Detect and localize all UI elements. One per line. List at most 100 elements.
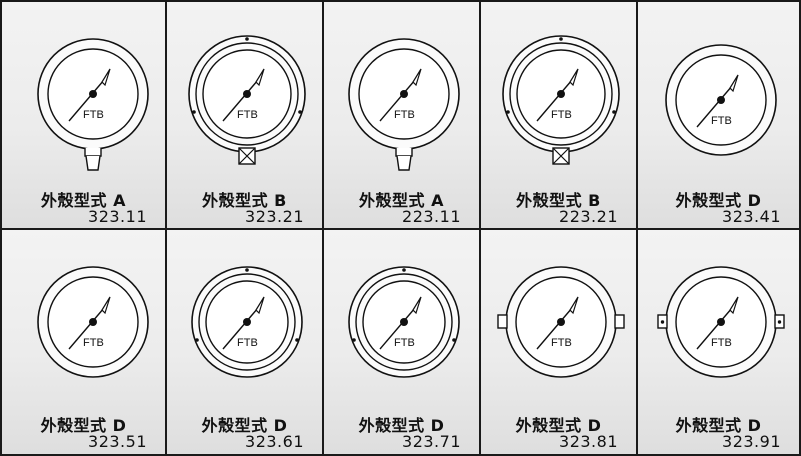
- case-type-label: 外殼型式 A: [41, 191, 126, 210]
- gauge-drawing: FTB: [502, 35, 620, 165]
- mounting-hole-dot: [192, 110, 196, 114]
- mounting-hole-dot: [245, 37, 249, 41]
- model-number: 323.21: [245, 207, 304, 226]
- gauge-needle: [536, 79, 573, 122]
- gauge-drawing: FTB: [665, 44, 777, 156]
- mounting-hole-dot: [352, 338, 356, 342]
- needle-pivot: [557, 318, 565, 326]
- case-type-label: 外殼型式 D: [40, 416, 127, 435]
- dial-brand-text: FTB: [711, 337, 732, 349]
- gauge-needle: [68, 307, 105, 350]
- side-tab-right: [614, 314, 625, 329]
- case-type-label: 外殼型式 D: [675, 416, 762, 435]
- gauge-needle: [696, 85, 733, 128]
- gauge-drawing: FTB: [188, 35, 306, 165]
- needle-tip: [412, 296, 422, 315]
- gauge-needle: [222, 79, 259, 122]
- model-number: 323.11: [88, 207, 147, 226]
- needle-tip: [569, 296, 579, 315]
- gauge-drawing: FTB: [348, 38, 460, 171]
- model-number: 223.21: [559, 207, 618, 226]
- mounting-hole-dot: [559, 37, 563, 41]
- needle-pivot: [89, 318, 97, 326]
- gauge-needle: [379, 307, 416, 350]
- tab-hole-dot: [660, 320, 665, 324]
- needle-pivot: [400, 90, 408, 98]
- mounting-hole-dot: [245, 268, 249, 272]
- model-number: 323.51: [88, 432, 147, 451]
- socket-cross: [552, 147, 570, 165]
- case-type-label: 外殼型式 B: [202, 191, 287, 210]
- needle-tip: [729, 296, 739, 315]
- dial-brand-text: FTB: [237, 109, 258, 121]
- needle-tip: [729, 74, 739, 93]
- dial-brand-text: FTB: [394, 337, 415, 349]
- needle-pivot: [89, 90, 97, 98]
- dial-brand-text: FTB: [237, 337, 258, 349]
- needle-tip: [101, 296, 111, 315]
- model-number: 323.61: [245, 432, 304, 451]
- model-number: 323.91: [722, 432, 781, 451]
- needle-pivot: [243, 90, 251, 98]
- mounting-hole-dot: [612, 110, 616, 114]
- tab-hole-dot: [777, 320, 782, 324]
- gauge-needle: [696, 307, 733, 350]
- gauge-drawing: FTB: [37, 38, 149, 171]
- model-number: 323.41: [722, 207, 781, 226]
- needle-tip: [569, 68, 579, 87]
- socket-cross: [238, 147, 256, 165]
- model-number: 223.11: [402, 207, 461, 226]
- gauge-drawing: FTB: [497, 266, 625, 378]
- case-type-label: 外殼型式 D: [358, 416, 445, 435]
- needle-pivot: [717, 96, 725, 104]
- side-tab-left: [497, 314, 508, 329]
- mounting-hole-dot: [506, 110, 510, 114]
- case-type-label: 外殼型式 D: [675, 191, 762, 210]
- dial-brand-text: FTB: [551, 109, 572, 121]
- gauge-inner-ring: [355, 273, 453, 371]
- dial-brand-text: FTB: [711, 115, 732, 127]
- case-type-label: 外殼型式 D: [201, 416, 288, 435]
- gauge-needle: [379, 79, 416, 122]
- gauge-needle: [536, 307, 573, 350]
- dial-brand-text: FTB: [83, 337, 104, 349]
- mounting-hole-dot: [195, 338, 199, 342]
- gauge-inner-ring: [509, 42, 613, 146]
- needle-tip: [101, 68, 111, 87]
- needle-pivot: [400, 318, 408, 326]
- gauge-drawing: FTB: [191, 266, 303, 378]
- gauge-inner-ring: [195, 42, 299, 146]
- case-type-label: 外殼型式 B: [516, 191, 601, 210]
- mounting-hole-dot: [452, 338, 456, 342]
- dial-brand-text: FTB: [551, 337, 572, 349]
- gauge-drawing: FTB: [657, 266, 785, 378]
- stem-connector: [85, 155, 101, 171]
- mounting-hole-dot: [298, 110, 302, 114]
- gauge-inner-ring: [198, 273, 296, 371]
- gauge-needle: [222, 307, 259, 350]
- needle-pivot: [557, 90, 565, 98]
- stem-connector: [396, 155, 412, 171]
- stem-collar: [84, 148, 102, 157]
- needle-tip: [255, 296, 265, 315]
- case-type-label: 外殼型式 A: [359, 191, 444, 210]
- model-number: 323.71: [402, 432, 461, 451]
- needle-tip: [255, 68, 265, 87]
- dial-brand-text: FTB: [394, 109, 415, 121]
- dial-brand-text: FTB: [83, 109, 104, 121]
- case-type-label: 外殼型式 D: [515, 416, 602, 435]
- gauge-drawing: FTB: [348, 266, 460, 378]
- stem-collar: [395, 148, 413, 157]
- mounting-hole-dot: [295, 338, 299, 342]
